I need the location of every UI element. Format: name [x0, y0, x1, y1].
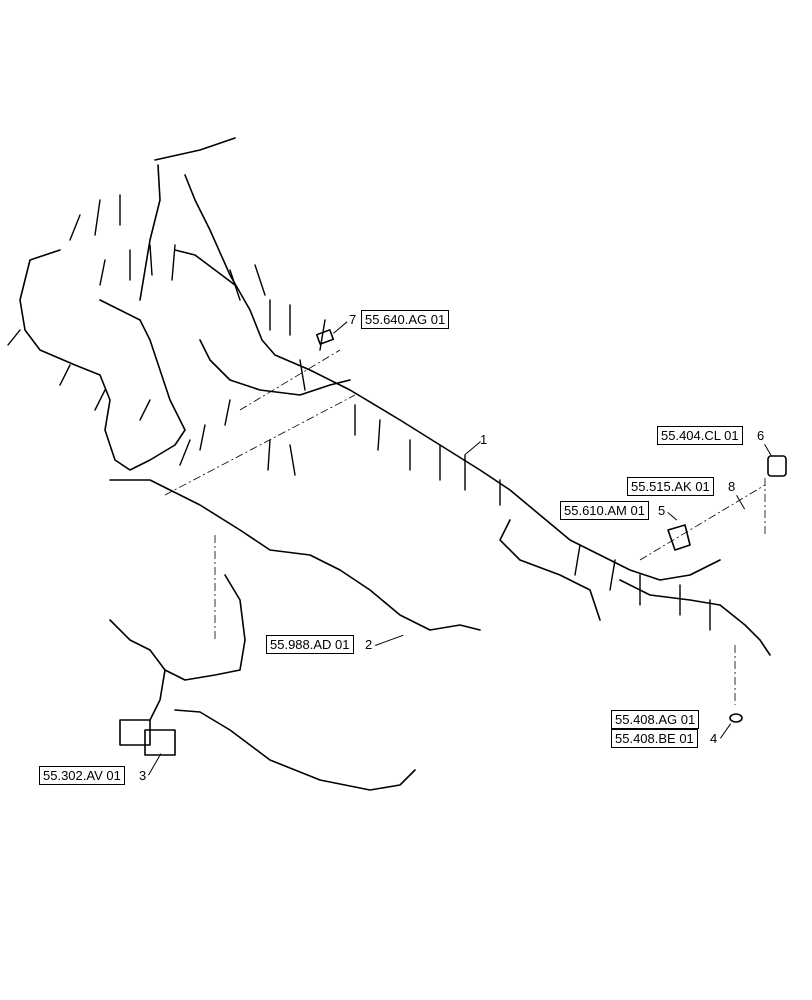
- callout-2-number: 2: [365, 637, 373, 652]
- reference-box-4b[interactable]: 55.408.BE 01: [611, 729, 698, 748]
- reference-box-2[interactable]: 55.988.AD 01: [266, 635, 354, 654]
- callout-1-number: 1: [480, 432, 488, 447]
- callout-7-number: 7: [349, 312, 357, 327]
- reference-box-6[interactable]: 55.404.CL 01: [657, 426, 743, 445]
- bracket-part: [667, 524, 691, 551]
- callout-3-number: 3: [139, 768, 147, 783]
- grommet-part: [729, 713, 743, 723]
- connector-part: [315, 329, 335, 345]
- reference-box-4a[interactable]: 55.408.AG 01: [611, 710, 700, 729]
- reference-box-5[interactable]: 55.610.AM 01: [560, 501, 649, 520]
- main-harness-center-branch: [174, 249, 351, 396]
- battery-harness: [109, 619, 416, 791]
- callout-6-number: 6: [757, 428, 765, 443]
- callout-5-number: 5: [658, 503, 666, 518]
- switch-part: [767, 455, 787, 477]
- reference-box-3[interactable]: 55.302.AV 01: [39, 766, 125, 785]
- callout-8-number: 8: [728, 479, 736, 494]
- callout-4-number: 4: [710, 731, 718, 746]
- reference-box-8[interactable]: 55.515.AK 01: [627, 477, 714, 496]
- main-harness-right-branch: [499, 519, 771, 656]
- main-harness-left-branch: [19, 249, 186, 471]
- reference-box-7[interactable]: 55.640.AG 01: [361, 310, 450, 329]
- lower-harness: [109, 479, 481, 681]
- battery-block: [119, 719, 151, 746]
